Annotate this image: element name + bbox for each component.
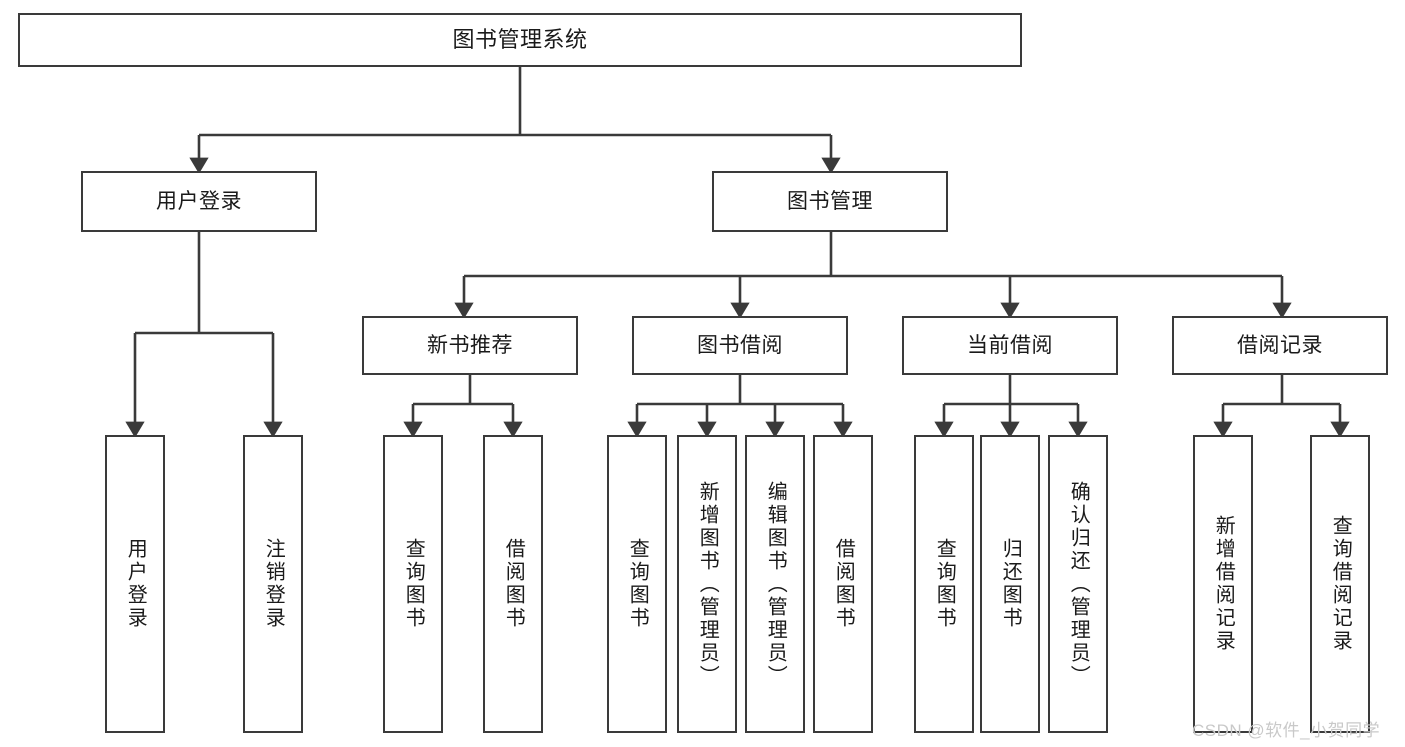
node-borrow-record[interactable]: 借阅记录 xyxy=(1172,316,1388,375)
node-label: 编辑图书（管理员） xyxy=(764,480,787,688)
node-root-system[interactable]: 图书管理系统 xyxy=(18,13,1022,67)
node-label: 查询借阅记录 xyxy=(1329,515,1352,653)
leaf-borrow-record-add[interactable]: 新增借阅记录 xyxy=(1193,435,1253,733)
node-label: 当前借阅 xyxy=(967,333,1053,357)
node-label: 借阅图书 xyxy=(502,538,525,630)
leaf-book-borrow-add[interactable]: 新增图书（管理员） xyxy=(677,435,737,733)
leaf-new-book-borrow[interactable]: 借阅图书 xyxy=(483,435,543,733)
node-label: 图书管理 xyxy=(787,189,873,213)
node-book-borrow[interactable]: 图书借阅 xyxy=(632,316,848,375)
node-label: 图书管理系统 xyxy=(452,26,588,52)
node-new-book-recommend[interactable]: 新书推荐 xyxy=(362,316,578,375)
node-label: 新增图书（管理员） xyxy=(696,480,719,688)
node-current-borrow[interactable]: 当前借阅 xyxy=(902,316,1118,375)
leaf-user-login-logout[interactable]: 注销登录 xyxy=(243,435,303,733)
node-label: 归还图书 xyxy=(999,538,1022,630)
leaf-book-borrow-edit[interactable]: 编辑图书（管理员） xyxy=(745,435,805,733)
node-label: 借阅图书 xyxy=(832,538,855,630)
node-label: 查询图书 xyxy=(402,538,425,630)
node-label: 确认归还（管理员） xyxy=(1067,480,1090,688)
node-user-login[interactable]: 用户登录 xyxy=(81,171,317,232)
leaf-new-book-query[interactable]: 查询图书 xyxy=(383,435,443,733)
leaf-book-borrow-query[interactable]: 查询图书 xyxy=(607,435,667,733)
node-label: 借阅记录 xyxy=(1237,333,1323,357)
leaf-user-login-login[interactable]: 用户登录 xyxy=(105,435,165,733)
node-label: 注销登录 xyxy=(262,538,285,630)
leaf-book-borrow-borrow[interactable]: 借阅图书 xyxy=(813,435,873,733)
leaf-current-borrow-return[interactable]: 归还图书 xyxy=(980,435,1040,733)
leaf-current-borrow-confirm-return[interactable]: 确认归还（管理员） xyxy=(1048,435,1108,733)
node-book-management[interactable]: 图书管理 xyxy=(712,171,948,232)
node-label: 查询图书 xyxy=(626,538,649,630)
leaf-borrow-record-query[interactable]: 查询借阅记录 xyxy=(1310,435,1370,733)
node-label: 图书借阅 xyxy=(697,333,783,357)
node-label: 查询图书 xyxy=(933,538,956,630)
node-label: 用户登录 xyxy=(124,538,147,630)
node-label: 新书推荐 xyxy=(427,333,513,357)
leaf-current-borrow-query[interactable]: 查询图书 xyxy=(914,435,974,733)
node-label: 用户登录 xyxy=(156,189,242,213)
node-label: 新增借阅记录 xyxy=(1212,515,1235,653)
